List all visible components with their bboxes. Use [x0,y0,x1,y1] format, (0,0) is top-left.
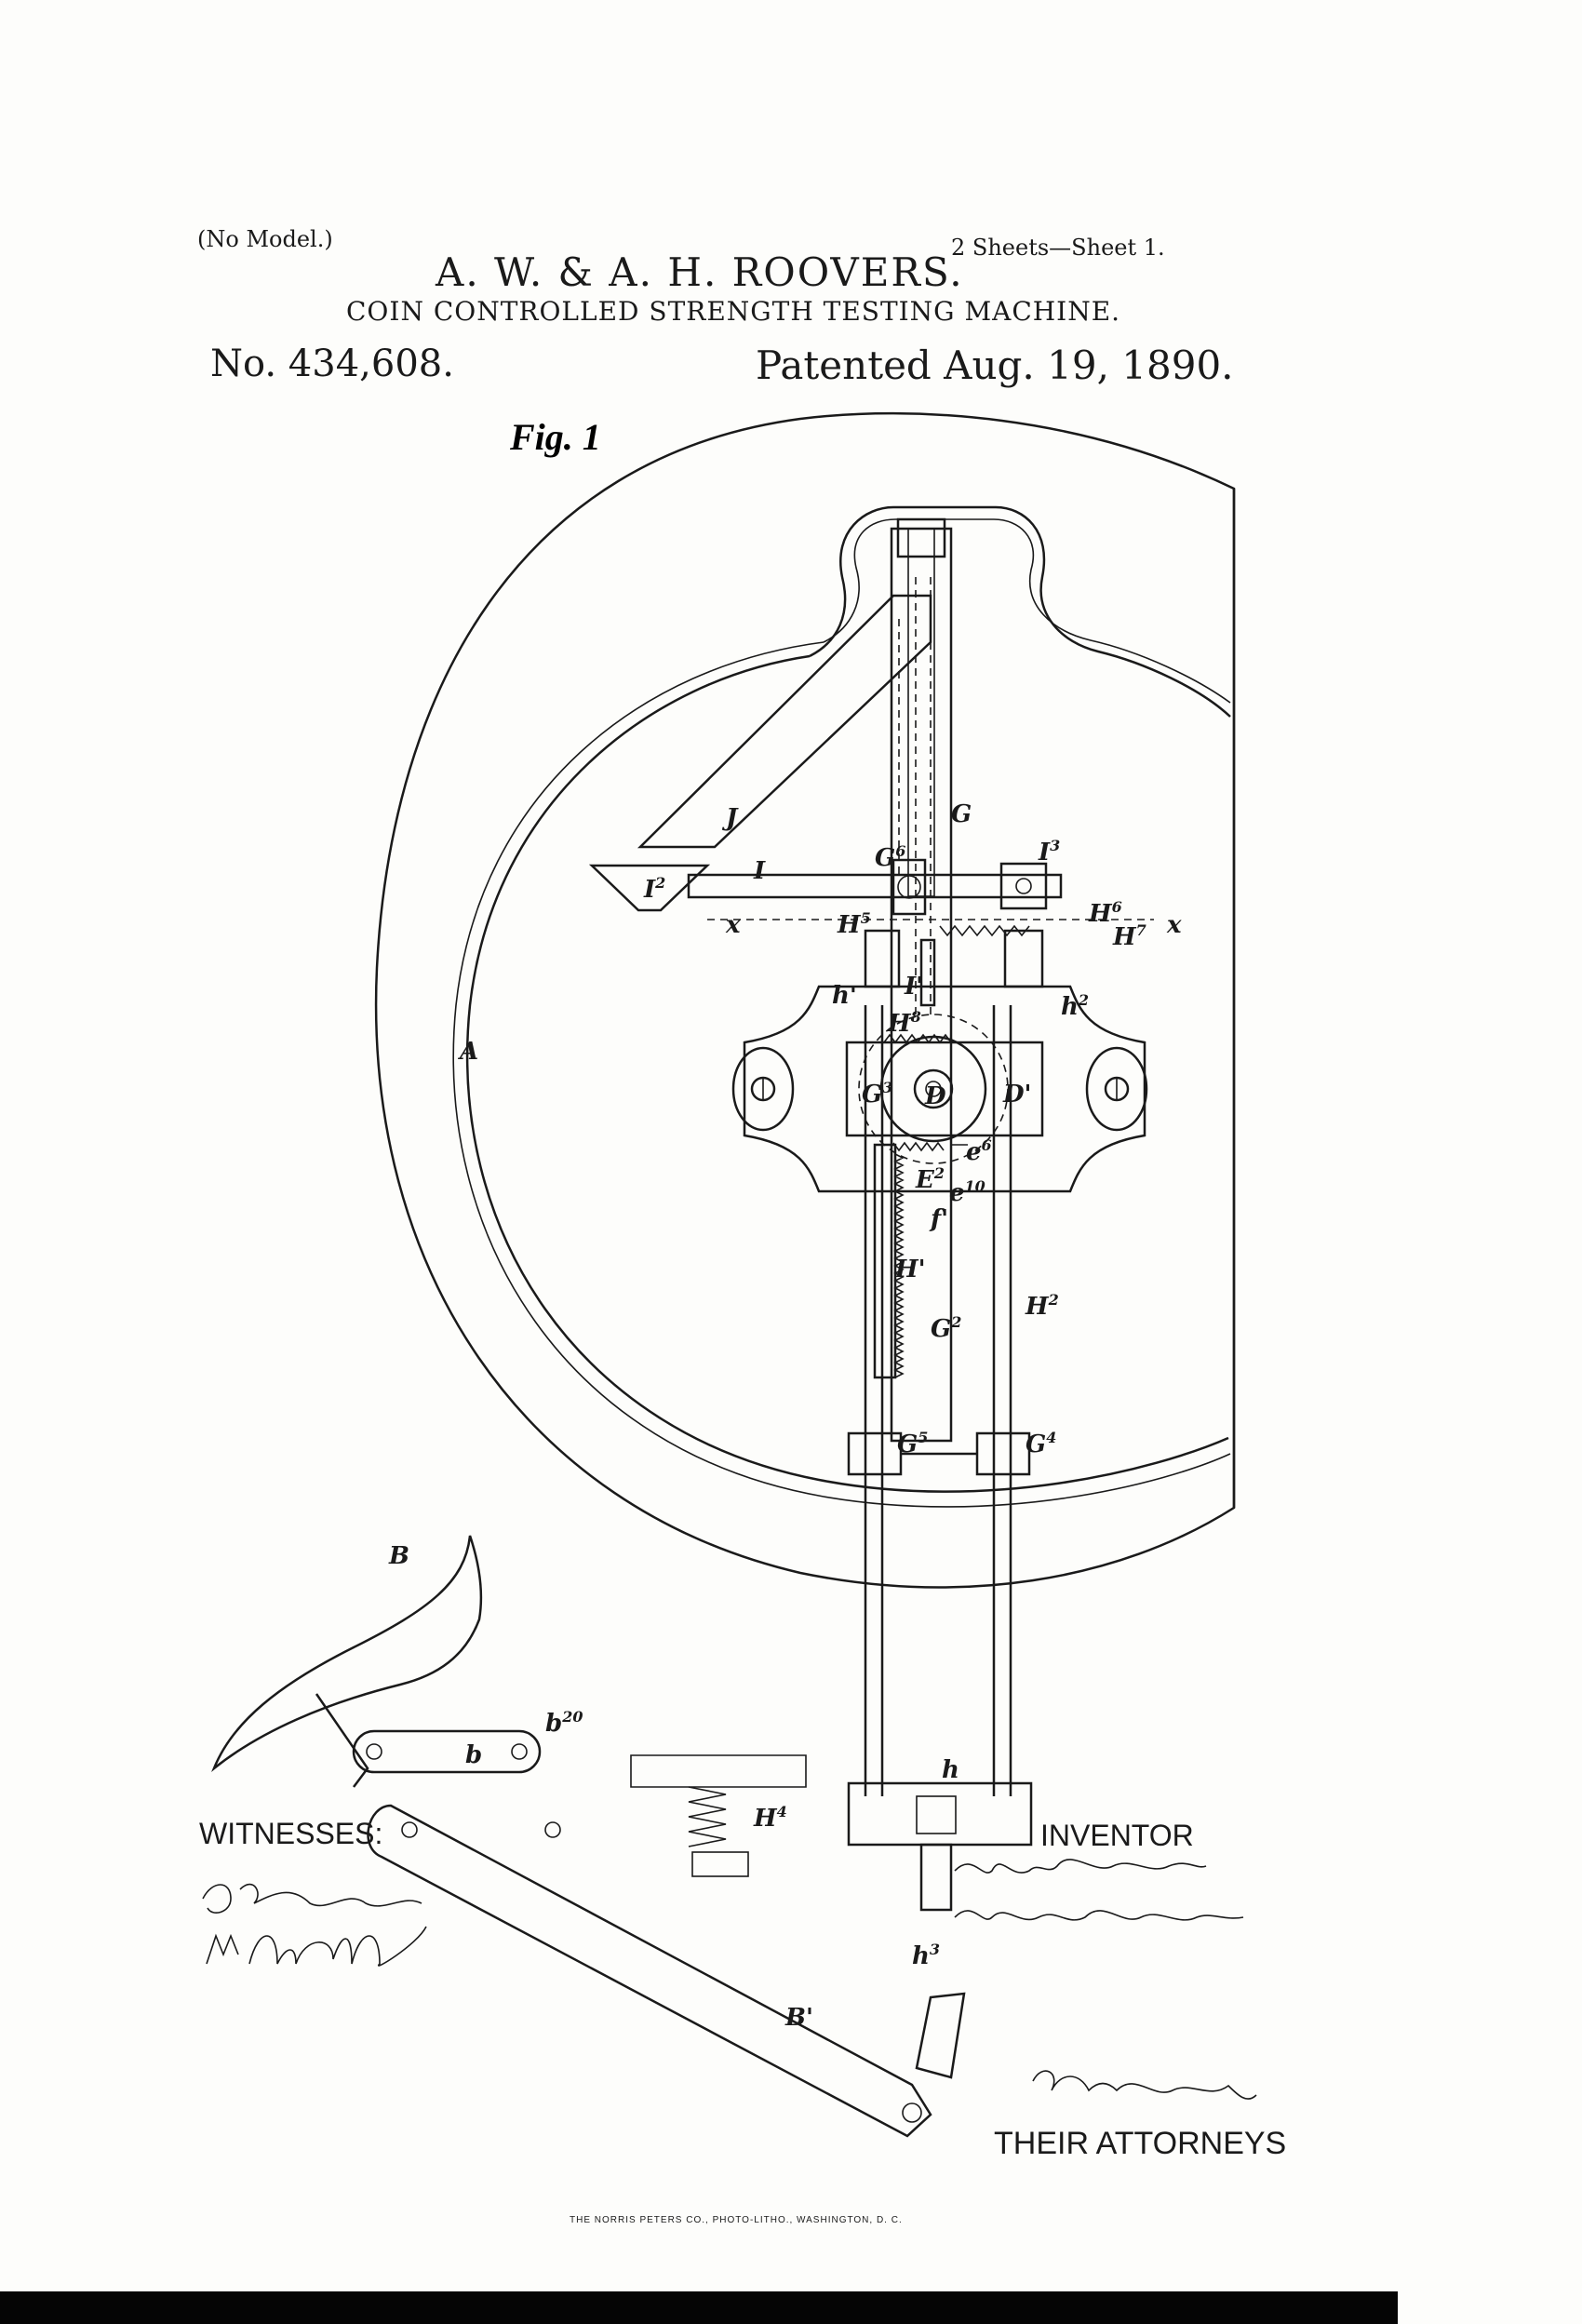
svg-text:e10: e10 [949,1177,985,1207]
svg-text:H': H' [894,1256,926,1283]
machine-casing [374,411,1236,1589]
svg-text:h': h' [832,982,857,1010]
attorney-signature [1032,2070,1257,2100]
svg-text:x: x [725,911,741,939]
rack-bar-h1 [873,1143,905,1379]
inventor-names: A. W. & A. H. ROOVERS. [436,249,964,295]
svg-text:b: b [465,1741,482,1769]
patent-date: Patented Aug. 19, 1890. [756,343,1234,388]
svg-text:I3: I3 [1038,837,1060,866]
svg-text:I: I [753,857,766,885]
svg-text:J: J [721,804,739,832]
printer-credit: THE NORRIS PETERS CO., PHOTO-LITHO., WAS… [570,2215,903,2225]
horizontal-rod-i [588,858,1154,920]
svg-text:e6: e6 [966,1136,992,1166]
coin-chute-j [637,594,932,875]
svg-text:G2: G2 [931,1313,961,1343]
witnesses-label: WITNESSES: [199,1817,383,1850]
svg-text:G4: G4 [1026,1429,1056,1458]
svg-text:H8: H8 [887,1008,921,1038]
gear-bracket [731,985,1148,1193]
svg-text:I2: I2 [643,874,665,904]
attorneys-label: THEIR ATTORNEYS [994,2126,1287,2161]
svg-text:h2: h2 [1061,991,1089,1021]
svg-text:G6: G6 [875,842,905,872]
sheet-count: 2 Sheets—Sheet 1. [951,235,1165,261]
svg-text:B: B [388,1542,409,1570]
invention-title: COIN CONTROLLED STRENGTH TESTING MACHINE… [346,296,1121,327]
guide-rods [847,1005,1033,1912]
svg-text:A: A [457,1038,478,1066]
svg-text:b20: b20 [545,1708,583,1738]
inventor-label: INVENTOR [1040,1819,1194,1852]
inventor-signatures [954,1859,1244,1921]
svg-text:E2: E2 [915,1164,945,1194]
svg-text:I': I' [904,973,923,1001]
svg-text:G3: G3 [862,1079,892,1108]
svg-text:D': D' [1002,1081,1032,1108]
svg-text:D: D [924,1082,946,1110]
svg-text:H2: H2 [1025,1291,1059,1321]
no-model-note: (No Model.) [197,226,333,252]
svg-text:B': B' [784,2004,813,2032]
svg-text:x: x [1166,911,1182,939]
svg-text:G: G [951,800,972,828]
svg-text:h3: h3 [912,1941,940,1970]
svg-text:f': f' [929,1205,948,1233]
svg-text:h: h [942,1756,959,1784]
svg-text:H7: H7 [1112,921,1146,951]
scan-border [0,2291,1398,2324]
patent-number: No. 434,608. [210,343,454,385]
witness-signatures [202,1883,427,1967]
foot-pedal-assembly [211,1535,966,2138]
figure-label: Fig. 1 [510,416,601,458]
svg-text:H4: H4 [753,1803,787,1833]
